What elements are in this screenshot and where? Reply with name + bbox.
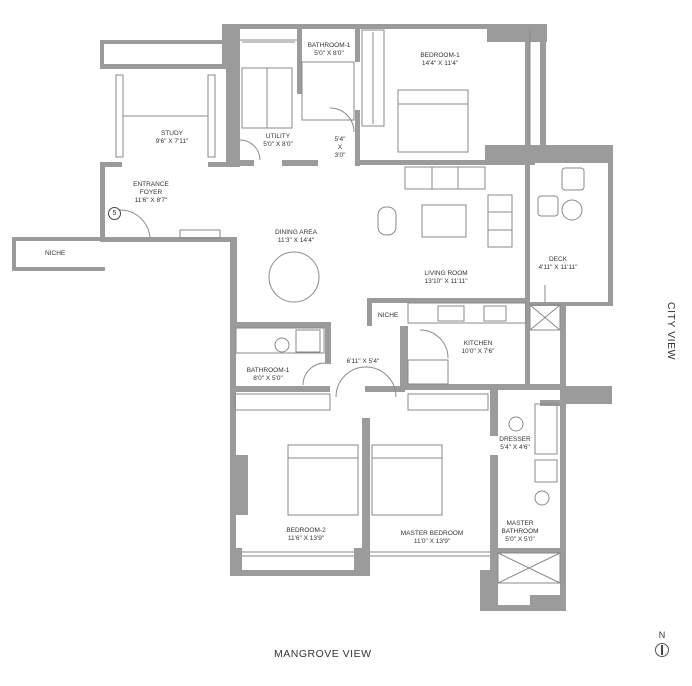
room-name-2: BATHROOM [501, 528, 539, 535]
dim-line2: X [337, 144, 343, 151]
niche-kitchen-label: NICHE [378, 312, 399, 319]
room-name: DECK [548, 256, 568, 263]
room-label-bathroom-top: BATHROOM-1 5'0" X 8'0" [308, 42, 351, 58]
room-label-bedroom1: BEDROOM-1 14'4" X 11'4" [420, 52, 459, 68]
room-name: DINING AREA [275, 229, 317, 236]
room-size: 5'0" X 8'0" [314, 50, 344, 57]
room-size: 11'6" X 13'9" [287, 535, 325, 542]
room-size: 8'0" X 5'0" [253, 375, 283, 382]
room-label-foyer: ENTRANCE FOYER 11'6" X 8'7" [133, 181, 169, 205]
room-label-deck: DECK 4'11" X 11'11" [539, 256, 578, 272]
room-size: 11'6" X 8'7" [134, 197, 168, 204]
room-label-bathroom-mid: BATHROOM-1 8'0" X 5'0" [247, 367, 290, 383]
compass-icon [655, 643, 669, 657]
room-name: BEDROOM-1 [420, 52, 460, 59]
room-size: 13'10" X 11'11" [424, 278, 468, 285]
niche-left-label: NICHE [45, 250, 66, 257]
dim-line3: 3'0" [334, 152, 346, 159]
door-tag: 5 [108, 207, 121, 220]
room-size: 11'0" X 13'9" [413, 538, 451, 545]
room-name: BATHROOM-1 [307, 42, 351, 49]
north-label: N [658, 630, 666, 640]
room-label-dresser: DRESSER 5'4" X 4'6" [499, 436, 530, 452]
room-name: UTILITY [265, 133, 291, 140]
room-label-utility: UTILITY 5'0" X 8'0" [263, 133, 293, 149]
room-label-master-bedroom: MASTER BEDROOM 11'0" X 13'9" [401, 530, 463, 546]
room-label-living: LIVING ROOM 13'10" X 11'11" [424, 270, 467, 286]
room-name: BEDROOM-2 [286, 527, 326, 534]
room-name: ENTRANCE [133, 181, 169, 188]
thin-lines [115, 29, 585, 584]
room-name: STUDY [160, 130, 184, 137]
room-name: MASTER BEDROOM [400, 530, 464, 537]
room-size: 14'4" X 11'4" [421, 60, 459, 67]
room-size: 5'0" X 8'0" [263, 141, 293, 148]
room-name: MASTER [506, 520, 534, 527]
room-label-passage-top: 5'4" X 3'0" [335, 136, 346, 160]
room-size: 5'0" X 5'0" [505, 536, 535, 543]
room-size: 11'3" X 14'4" [277, 237, 315, 244]
room-name: DRESSER [499, 436, 531, 443]
room-label-kitchen: KITCHEN 10'0" X 7'6" [461, 340, 494, 356]
room-name: KITCHEN [463, 340, 493, 347]
room-label-passage-mid: 6'11" X 5'4" [347, 358, 380, 366]
room-size: 6'11" X 5'4" [346, 358, 380, 365]
dim-line1: 5'4" [334, 136, 346, 143]
room-size: 5'4" X 4'6" [500, 444, 530, 451]
room-label-master-bathroom: MASTER BATHROOM 5'0" X 5'0" [501, 520, 538, 544]
room-size: 4'11" X 11'11" [538, 264, 578, 271]
mangrove-view-label: MANGROVE VIEW [274, 648, 372, 660]
city-view-label: CITY VIEW [665, 302, 677, 360]
room-name: BATHROOM-1 [246, 367, 290, 374]
room-label-dining: DINING AREA 11'3" X 14'4" [275, 229, 317, 245]
room-size: 9'6" X 7'11" [155, 138, 189, 145]
room-name: LIVING ROOM [424, 270, 468, 277]
room-label-bedroom2: BEDROOM-2 11'6" X 13'9" [286, 527, 325, 543]
room-label-study: STUDY 9'6" X 7'11" [156, 130, 189, 146]
room-name-2: FOYER [139, 189, 163, 196]
walls [12, 24, 613, 611]
room-size: 10'0" X 7'6" [461, 348, 495, 355]
